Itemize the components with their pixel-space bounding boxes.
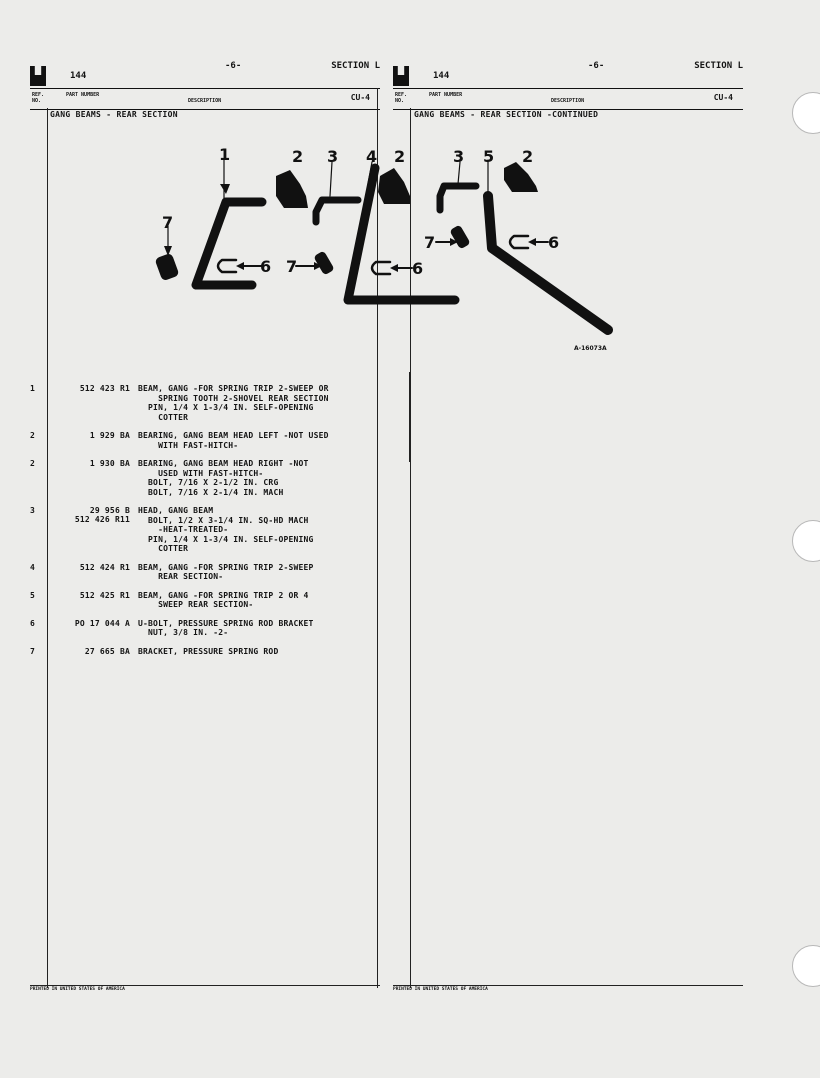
section-code: CU-4 (713, 93, 733, 102)
list-item: 3 29 956 B 512 426 R11 HEAD, GANG BEAM B… (30, 506, 380, 554)
description-header: DESCRIPTION (551, 98, 585, 104)
part-description: HEAD, GANG BEAM BOLT, 1/2 X 3-1/4 IN. SQ… (138, 506, 314, 553)
gang-beam-bearing-2 (504, 162, 538, 192)
footer-rule (30, 985, 380, 986)
list-item: 4 512 424 R1 BEAM, GANG -FOR SPRING TRIP… (30, 563, 380, 582)
pressure-spring-bracket-7 (314, 251, 334, 275)
punch-hole (792, 945, 820, 987)
ref-number: 1 (30, 384, 36, 393)
part-number-header: PART NUMBER (66, 92, 100, 98)
punch-hole (792, 92, 820, 134)
description-header: DESCRIPTION (188, 98, 222, 104)
column-rule (410, 108, 411, 988)
part-description: BEAM, GANG -FOR SPRING TRIP 2 OR 4 SWEEP… (138, 590, 309, 610)
page-number: 144 (433, 71, 450, 81)
part-description: BEAM, GANG -FOR SPRING TRIP 2-SWEEP REAR… (138, 562, 314, 582)
right-subtitle: GANG BEAMS - REAR SECTION -CONTINUED (414, 110, 599, 119)
part-description: U-BOLT, PRESSURE SPRING ROD BRACKET NUT,… (138, 618, 314, 638)
pressure-spring-bracket-7 (155, 254, 179, 280)
callout-label: 6 (260, 257, 271, 276)
list-item: 2 1 929 BA BEARING, GANG BEAM HEAD LEFT … (30, 431, 380, 450)
part-number-header: PART NUMBER (429, 92, 463, 98)
list-item: 6 PO 17 044 A U-BOLT, PRESSURE SPRING RO… (30, 619, 380, 638)
ref-no-header: REF. NO. (395, 92, 408, 104)
gang-beam-4 (343, 163, 460, 305)
footer-rule (393, 985, 743, 986)
part-number: 512 425 R1 (79, 590, 130, 600)
section-label: SECTION L (694, 61, 743, 71)
list-item: 2 1 930 BA BEARING, GANG BEAM HEAD RIGHT… (30, 459, 380, 497)
sheet-number: -6- (588, 61, 605, 71)
part-number: 29 956 B 512 426 R11 (74, 506, 130, 524)
callout-label: 1 (219, 145, 230, 164)
footer-left: PRINTED IN UNITED STATES OF AMERICA (30, 987, 125, 992)
ref-number: 2 (30, 459, 36, 468)
ih-logo-icon (393, 66, 409, 86)
gang-beam-head-3 (312, 196, 362, 226)
list-item: 5 512 425 R1 BEAM, GANG -FOR SPRING TRIP… (30, 591, 380, 610)
footer-right: PRINTED IN UNITED STATES OF AMERICA (393, 987, 488, 992)
list-item: 7 27 665 BA BRACKET, PRESSURE SPRING ROD (30, 647, 380, 657)
callout-label: 2 (292, 147, 303, 166)
ref-no-header: REF. NO. (32, 92, 45, 104)
part-description: BEARING, GANG BEAM HEAD RIGHT -NOT USED … (138, 459, 309, 497)
column-rule (409, 372, 410, 462)
left-column-header: 144 -6- SECTION L REF. NO. PART NUMBER D… (30, 58, 380, 110)
gang-beam-bearing-2 (276, 170, 308, 208)
callout-label: 7 (286, 257, 297, 276)
callout-label: 3 (327, 147, 338, 166)
column-rule (47, 108, 48, 988)
ref-number: 6 (30, 618, 36, 628)
section-code: CU-4 (350, 93, 370, 102)
ref-number: 2 (30, 431, 36, 440)
ref-number: 3 (30, 506, 36, 515)
part-number: 1 929 BA (89, 431, 130, 440)
part-number: 512 423 R1 (79, 384, 130, 393)
gang-beam-5 (483, 191, 613, 335)
sheet-number: -6- (225, 61, 242, 71)
parts-list: 1 512 423 R1 BEAM, GANG -FOR SPRING TRIP… (30, 384, 380, 665)
part-description: BEARING, GANG BEAM HEAD LEFT -NOT USED W… (138, 431, 329, 450)
ih-logo-icon (30, 66, 46, 86)
callout-label: 7 (162, 213, 173, 232)
pressure-spring-bracket-7 (450, 225, 470, 249)
callout-label: 2 (522, 147, 533, 166)
section-label: SECTION L (331, 61, 380, 71)
part-number: PO 17 044 A (74, 618, 130, 628)
figure-code: A-16073A (574, 345, 607, 352)
gang-beam-head-3 (436, 182, 480, 214)
left-subtitle: GANG BEAMS - REAR SECTION (50, 110, 178, 119)
part-description: BEAM, GANG -FOR SPRING TRIP 2-SWEEP OR S… (138, 384, 329, 422)
callout-label: 6 (548, 233, 559, 252)
u-bolt-6 (216, 258, 238, 274)
u-bolt-6 (370, 260, 392, 276)
callout-label: 6 (412, 259, 423, 278)
callout-label: 7 (424, 233, 435, 252)
part-number: 27 665 BA (84, 646, 130, 656)
ref-number: 4 (30, 562, 36, 572)
callout-label: 5 (483, 147, 494, 166)
gang-beam-1 (191, 197, 267, 290)
punch-hole (792, 520, 820, 562)
callout-label: 4 (366, 147, 377, 166)
ref-number: 7 (30, 646, 36, 656)
gang-beam-bearing-2 (378, 168, 410, 204)
ref-number: 5 (30, 590, 36, 600)
column-rule (377, 88, 378, 988)
u-bolt-6 (508, 234, 530, 250)
list-item: 1 512 423 R1 BEAM, GANG -FOR SPRING TRIP… (30, 384, 380, 422)
callout-label: 2 (394, 147, 405, 166)
parts-diagram: 1 2 3 4 2 3 5 2 7 6 7 6 7 6 A-16073A (155, 145, 613, 352)
part-description: BRACKET, PRESSURE SPRING ROD (138, 646, 279, 656)
part-number: 1 930 BA (89, 459, 130, 468)
right-column-header: 144 -6- SECTION L REF. NO. PART NUMBER D… (393, 58, 743, 110)
part-number: 512 424 R1 (79, 562, 130, 572)
page-number: 144 (70, 71, 87, 81)
callout-label: 3 (453, 147, 464, 166)
